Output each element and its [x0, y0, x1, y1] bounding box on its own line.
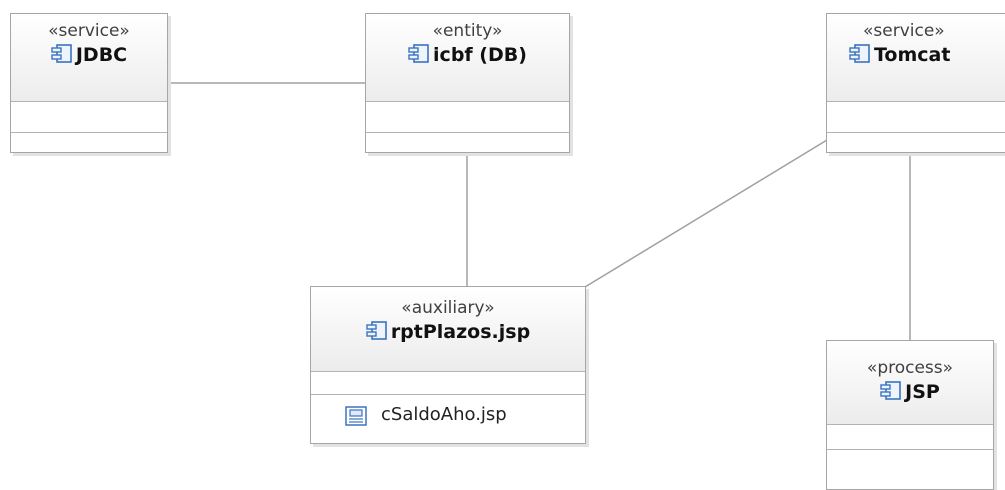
component-name: JDBC	[75, 44, 128, 66]
component-icon	[408, 44, 429, 63]
attribute-row[interactable]: cSaldoAho.jsp	[311, 395, 585, 439]
operation-compartment	[366, 133, 569, 153]
component-jdbc[interactable]: «service» JDBC	[10, 13, 168, 153]
component-header: «entity» icbf (DB)	[366, 14, 569, 102]
artifact-icon	[345, 406, 367, 426]
operation-compartment	[827, 450, 993, 470]
stereotype-label: «process»	[866, 358, 954, 378]
component-name: Tomcat	[874, 44, 951, 66]
stereotype-label: «service»	[863, 21, 945, 41]
component-icbf-db[interactable]: «entity» icbf (DB)	[365, 13, 570, 153]
component-header: «service» Tomcat	[827, 14, 1005, 102]
attribute-compartment	[11, 102, 167, 133]
stereotype-label: «auxiliary»	[401, 298, 495, 318]
component-header: «process» JSP	[827, 341, 993, 425]
component-icon	[366, 321, 387, 340]
operation-compartment	[11, 133, 167, 153]
stereotype-label: «entity»	[432, 21, 503, 41]
component-header: «auxiliary» rptPlazos.jsp	[311, 287, 585, 372]
component-header: «service» JDBC	[11, 14, 167, 102]
stereotype-label: «service»	[48, 21, 130, 41]
operation-compartment	[827, 133, 1005, 153]
component-icon	[51, 44, 72, 63]
component-name: icbf (DB)	[433, 44, 527, 66]
separator-compartment	[311, 372, 585, 395]
connectors	[168, 82, 911, 341]
component-icon	[849, 44, 870, 63]
component-tomcat[interactable]: «service» Tomcat	[826, 13, 1005, 153]
attribute-name: cSaldoAho.jsp	[381, 404, 507, 425]
component-name: JSP	[905, 381, 940, 403]
component-jsp[interactable]: «process» JSP	[826, 340, 994, 490]
connector-tomcat-rpt	[584, 139, 828, 288]
attribute-compartment	[366, 102, 569, 133]
component-icon	[880, 381, 901, 400]
component-rptplazos[interactable]: «auxiliary» rptPlazos.jsp cSaldoAho.jsp	[310, 286, 586, 444]
component-name: rptPlazos.jsp	[390, 321, 531, 343]
attribute-compartment	[827, 102, 1005, 133]
attribute-compartment	[827, 425, 993, 450]
